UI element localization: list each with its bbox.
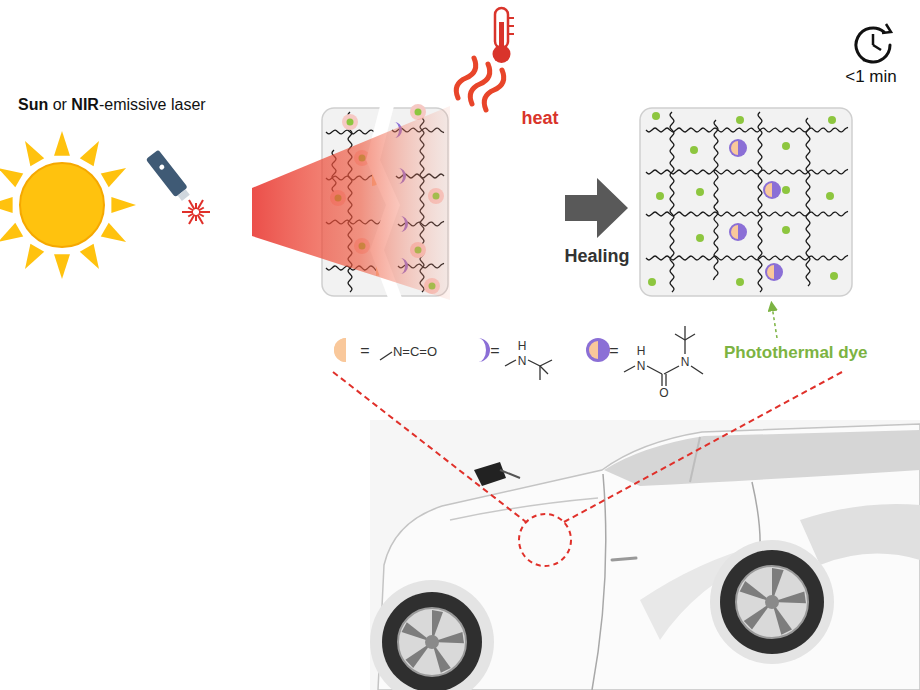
sun-ray <box>80 244 99 269</box>
time-label: <1 min <box>845 68 897 85</box>
sun-ray <box>80 141 99 166</box>
photothermal-dye <box>782 142 790 150</box>
polymer-chain <box>646 211 848 216</box>
sun-ray <box>25 141 44 166</box>
photothermal-dye <box>652 112 660 120</box>
healed-network <box>640 108 852 296</box>
photothermal-dye <box>828 116 836 124</box>
sun-ray <box>54 254 70 279</box>
dye-pointer <box>772 306 777 338</box>
sun-ray <box>101 223 126 242</box>
atom-label: O <box>659 387 668 399</box>
heat-label: heat <box>521 109 558 127</box>
laser-spark <box>195 203 197 209</box>
laser-spark <box>195 215 197 221</box>
chemistry-key <box>334 326 703 386</box>
equals-sign: = <box>360 343 369 359</box>
photothermal-dye <box>690 146 698 154</box>
atom-label: N <box>681 356 690 368</box>
photothermal-dye <box>782 226 790 234</box>
photothermal-dye <box>782 186 790 194</box>
laser-spark <box>198 215 204 225</box>
polymer-chain <box>646 255 848 260</box>
atom-label: N <box>637 360 646 372</box>
heat-icon <box>456 8 514 110</box>
clock-icon <box>856 24 891 62</box>
urea-bond <box>765 263 783 281</box>
equals-sign: = <box>609 343 618 359</box>
polymer-chain <box>758 112 762 292</box>
atom-label: H <box>637 345 646 357</box>
polymer-chain <box>670 112 674 292</box>
urea-bond-part <box>731 141 738 155</box>
polymer-chain <box>806 118 810 286</box>
process-label: Healing <box>564 247 629 265</box>
atom-label: H <box>518 340 527 352</box>
photothermal-dye <box>648 278 656 286</box>
laser-spark <box>182 211 193 213</box>
urea-bond <box>763 181 781 199</box>
urea-bond-part <box>767 265 774 279</box>
photothermal-dye <box>696 234 704 242</box>
urea-bond <box>729 223 747 241</box>
sun-icon <box>0 131 136 279</box>
photothermal-dye <box>696 188 704 196</box>
photothermal-dye <box>830 272 838 280</box>
atom-label: N <box>518 355 527 367</box>
sun-ray <box>0 168 23 187</box>
photothermal-dye <box>347 119 354 126</box>
source-caption: Sun or NIR-emissive laser <box>18 97 206 113</box>
photothermal-dye <box>415 109 422 116</box>
chem-formula: N=C=O <box>393 345 437 358</box>
equals-sign: = <box>490 343 499 359</box>
laser-pointer <box>146 150 210 225</box>
polymer-chain <box>646 169 848 174</box>
sun-ray <box>0 197 13 213</box>
light-beam <box>252 106 450 300</box>
process-arrow <box>565 178 628 238</box>
urea-bond-part <box>731 225 738 239</box>
dye-label: Photothermal dye <box>724 344 868 361</box>
sun-ray <box>111 197 136 213</box>
photothermal-dye <box>736 116 744 124</box>
photothermal-dye <box>736 278 744 286</box>
sun-ray <box>0 223 23 242</box>
laser-spark <box>188 214 193 217</box>
dye-halo <box>342 114 358 130</box>
photothermal-dye <box>656 192 664 200</box>
urea-bond-part <box>765 183 772 197</box>
polymer-chain <box>646 127 848 132</box>
sun-ray <box>25 244 44 269</box>
sun-ray <box>101 168 126 187</box>
photothermal-dye <box>826 192 834 200</box>
laser-spark <box>189 200 195 210</box>
urea-bond <box>729 139 747 157</box>
laser-spark <box>199 208 204 211</box>
car-illustration <box>333 372 920 690</box>
sun-ray <box>54 131 70 156</box>
laser-spark <box>199 211 210 213</box>
polymer-chain <box>713 120 718 280</box>
